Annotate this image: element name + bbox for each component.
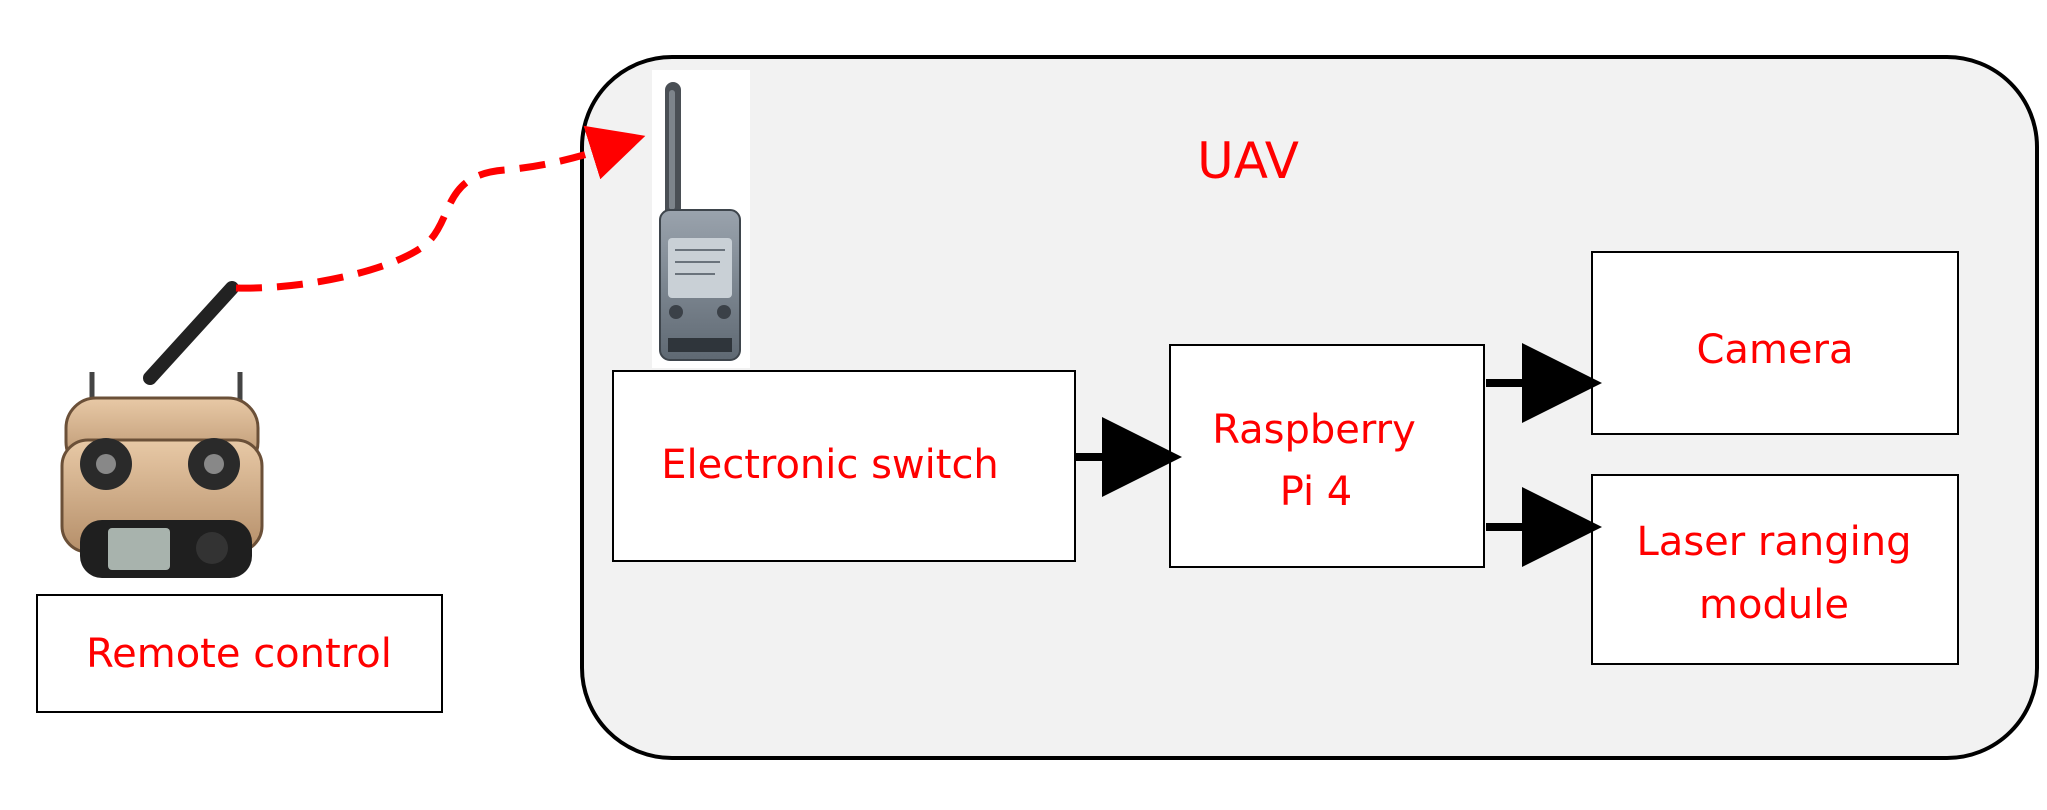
electronic-switch-label: Electronic switch	[661, 442, 999, 488]
laser-ranging-label-line1: Laser ranging	[1637, 519, 1912, 565]
laser-ranging-label-line2: module	[1699, 582, 1849, 628]
remote-control-node: Remote control	[36, 594, 443, 713]
rc-receiver-icon	[652, 70, 750, 368]
camera-node: Camera	[1591, 251, 1959, 435]
electronic-switch-node: Electronic switch	[612, 370, 1076, 562]
raspberry-pi-label-line2: Pi 4	[1280, 469, 1353, 515]
remote-control-label: Remote control	[86, 631, 392, 677]
raspberry-pi-label-line1: Raspberry	[1212, 407, 1416, 453]
laser-ranging-node: Laser ranging module	[1591, 474, 1959, 665]
rc-transmitter-icon	[60, 281, 264, 578]
uav-title: UAV	[1197, 132, 1299, 190]
radio-link-arrow	[235, 125, 646, 292]
camera-label: Camera	[1697, 327, 1854, 373]
raspberry-pi-node: Raspberry Pi 4	[1169, 344, 1485, 568]
